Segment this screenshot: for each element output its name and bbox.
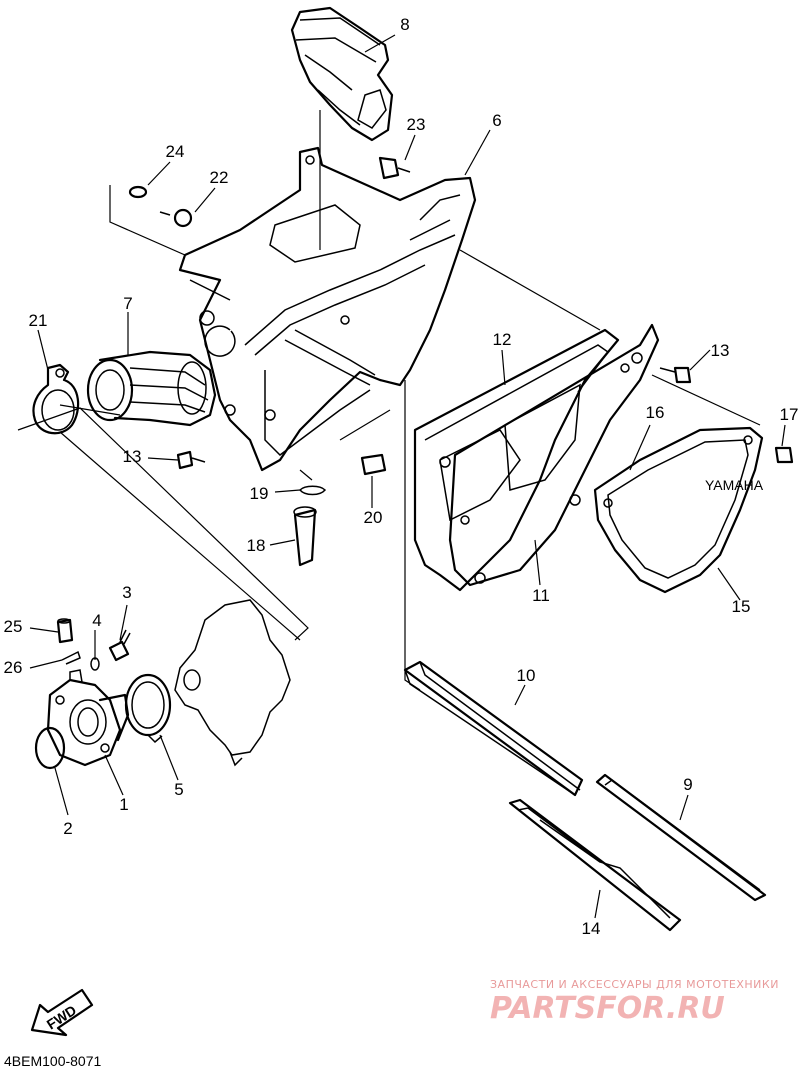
part-23-bolt[interactable]: [378, 156, 411, 180]
callout-21: 21: [29, 311, 48, 330]
callout-12: 12: [493, 330, 512, 349]
watermark-tagline: ЗАПЧАСТИ И АКСЕССУАРЫ ДЛЯ МОТОТЕХНИКИ: [490, 978, 779, 991]
part-14-filter-guide[interactable]: [508, 798, 682, 932]
callout-23: 23: [407, 115, 426, 134]
cover-logo-text: YAMAHA: [705, 477, 764, 493]
carburetor-reference-outline: [174, 599, 291, 767]
fwd-label: FWD: [44, 1002, 79, 1033]
part-5-hose-clamp[interactable]: [124, 673, 172, 744]
part-8-intake-duct[interactable]: [290, 6, 394, 142]
callout-9: 9: [683, 775, 692, 794]
part-18-drain-tube[interactable]: [293, 506, 317, 567]
callout-24: 24: [166, 142, 185, 161]
callout-4: 4: [92, 611, 101, 630]
part-3-bolt[interactable]: [108, 629, 131, 662]
part-7-intake-boot[interactable]: [86, 350, 217, 427]
part-17-bolt[interactable]: [774, 446, 794, 464]
part-2-o-ring[interactable]: [34, 726, 66, 770]
part-1-carburetor-joint[interactable]: [46, 669, 130, 767]
watermark-brand: PARTSFOR.RU: [490, 991, 725, 1026]
part-20-cushion[interactable]: [360, 453, 387, 476]
part-11-side-panel[interactable]: [448, 323, 660, 587]
part-24-washer[interactable]: [128, 185, 148, 199]
callout-26: 26: [4, 658, 23, 677]
callout-16: 16: [646, 403, 665, 422]
part-22-bolt[interactable]: [159, 208, 193, 228]
callout-2: 2: [63, 819, 72, 838]
part-15-side-cover[interactable]: YAMAHA: [593, 426, 764, 594]
callout-leaders: [29, 34, 786, 919]
callout-17: 17: [780, 405, 799, 424]
callout-8: 8: [400, 15, 409, 34]
callout-13-right: 13: [711, 341, 730, 360]
diagram-code: 4BEM100-8071: [4, 1053, 102, 1069]
callout-labels: 1 2 3 4 5 6 7 8 9 10 11 12 13 13 14 15 1…: [4, 15, 799, 938]
callout-6: 6: [492, 111, 501, 130]
callout-18: 18: [247, 536, 266, 555]
assembly-reference-lines: [17, 110, 761, 691]
callout-10: 10: [517, 666, 536, 685]
callout-14: 14: [582, 919, 601, 938]
part-6-air-box[interactable]: [178, 146, 477, 472]
watermark: ЗАПЧАСТИ И АКСЕССУАРЫ ДЛЯ МОТОТЕХНИКИ PA…: [490, 978, 779, 1026]
part-25-collar[interactable]: [56, 618, 74, 644]
callout-5: 5: [174, 780, 183, 799]
callout-15: 15: [732, 597, 751, 616]
callout-13-left: 13: [123, 447, 142, 466]
part-21-clamp[interactable]: [32, 363, 80, 435]
callout-20: 20: [364, 508, 383, 527]
part-12-element-frame[interactable]: [413, 328, 620, 592]
part-13-bolt-right[interactable]: [659, 366, 692, 384]
callout-1: 1: [119, 795, 128, 814]
callout-22: 22: [210, 168, 229, 187]
callout-3: 3: [122, 583, 131, 602]
part-19-clip[interactable]: [298, 485, 327, 496]
callout-19: 19: [250, 484, 269, 503]
part-26-clip[interactable]: [61, 650, 81, 665]
callout-7: 7: [123, 294, 132, 313]
callout-11: 11: [532, 586, 550, 605]
part-9-filter-sheet[interactable]: [595, 773, 767, 902]
part-13-bolt-left[interactable]: [176, 450, 206, 470]
part-10-filter-element[interactable]: [403, 660, 584, 797]
callout-25: 25: [4, 617, 23, 636]
fwd-arrow-icon: FWD: [30, 988, 94, 1037]
